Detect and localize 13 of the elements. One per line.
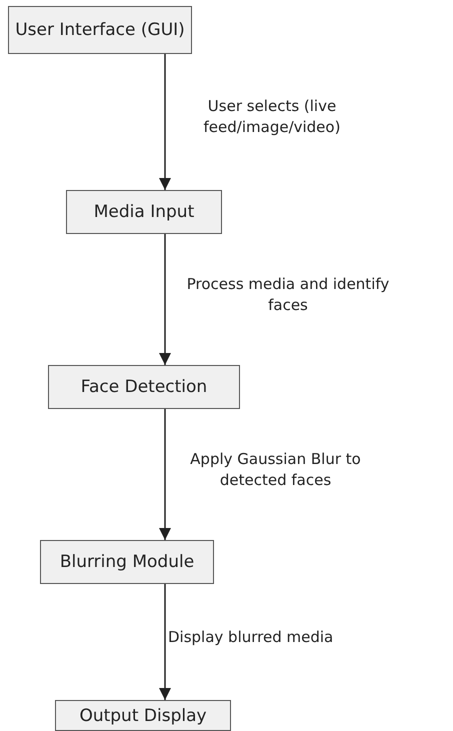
edge-label: Apply Gaussian Blur to detected faces — [189, 449, 362, 491]
process-box: User Interface (GUI) — [8, 6, 192, 54]
arrow — [159, 234, 171, 365]
process-box: Blurring Module — [40, 540, 214, 584]
arrow — [159, 584, 171, 700]
edge-label: User selects (live feed/image/video) — [202, 96, 342, 138]
arrow — [159, 409, 171, 540]
edge-label: Process media and identify faces — [186, 274, 390, 316]
arrow — [159, 54, 171, 190]
process-box: Output Display — [55, 700, 231, 731]
process-box: Face Detection — [48, 365, 240, 409]
process-box: Media Input — [66, 190, 222, 234]
edge-label: Display blurred media — [168, 627, 334, 648]
